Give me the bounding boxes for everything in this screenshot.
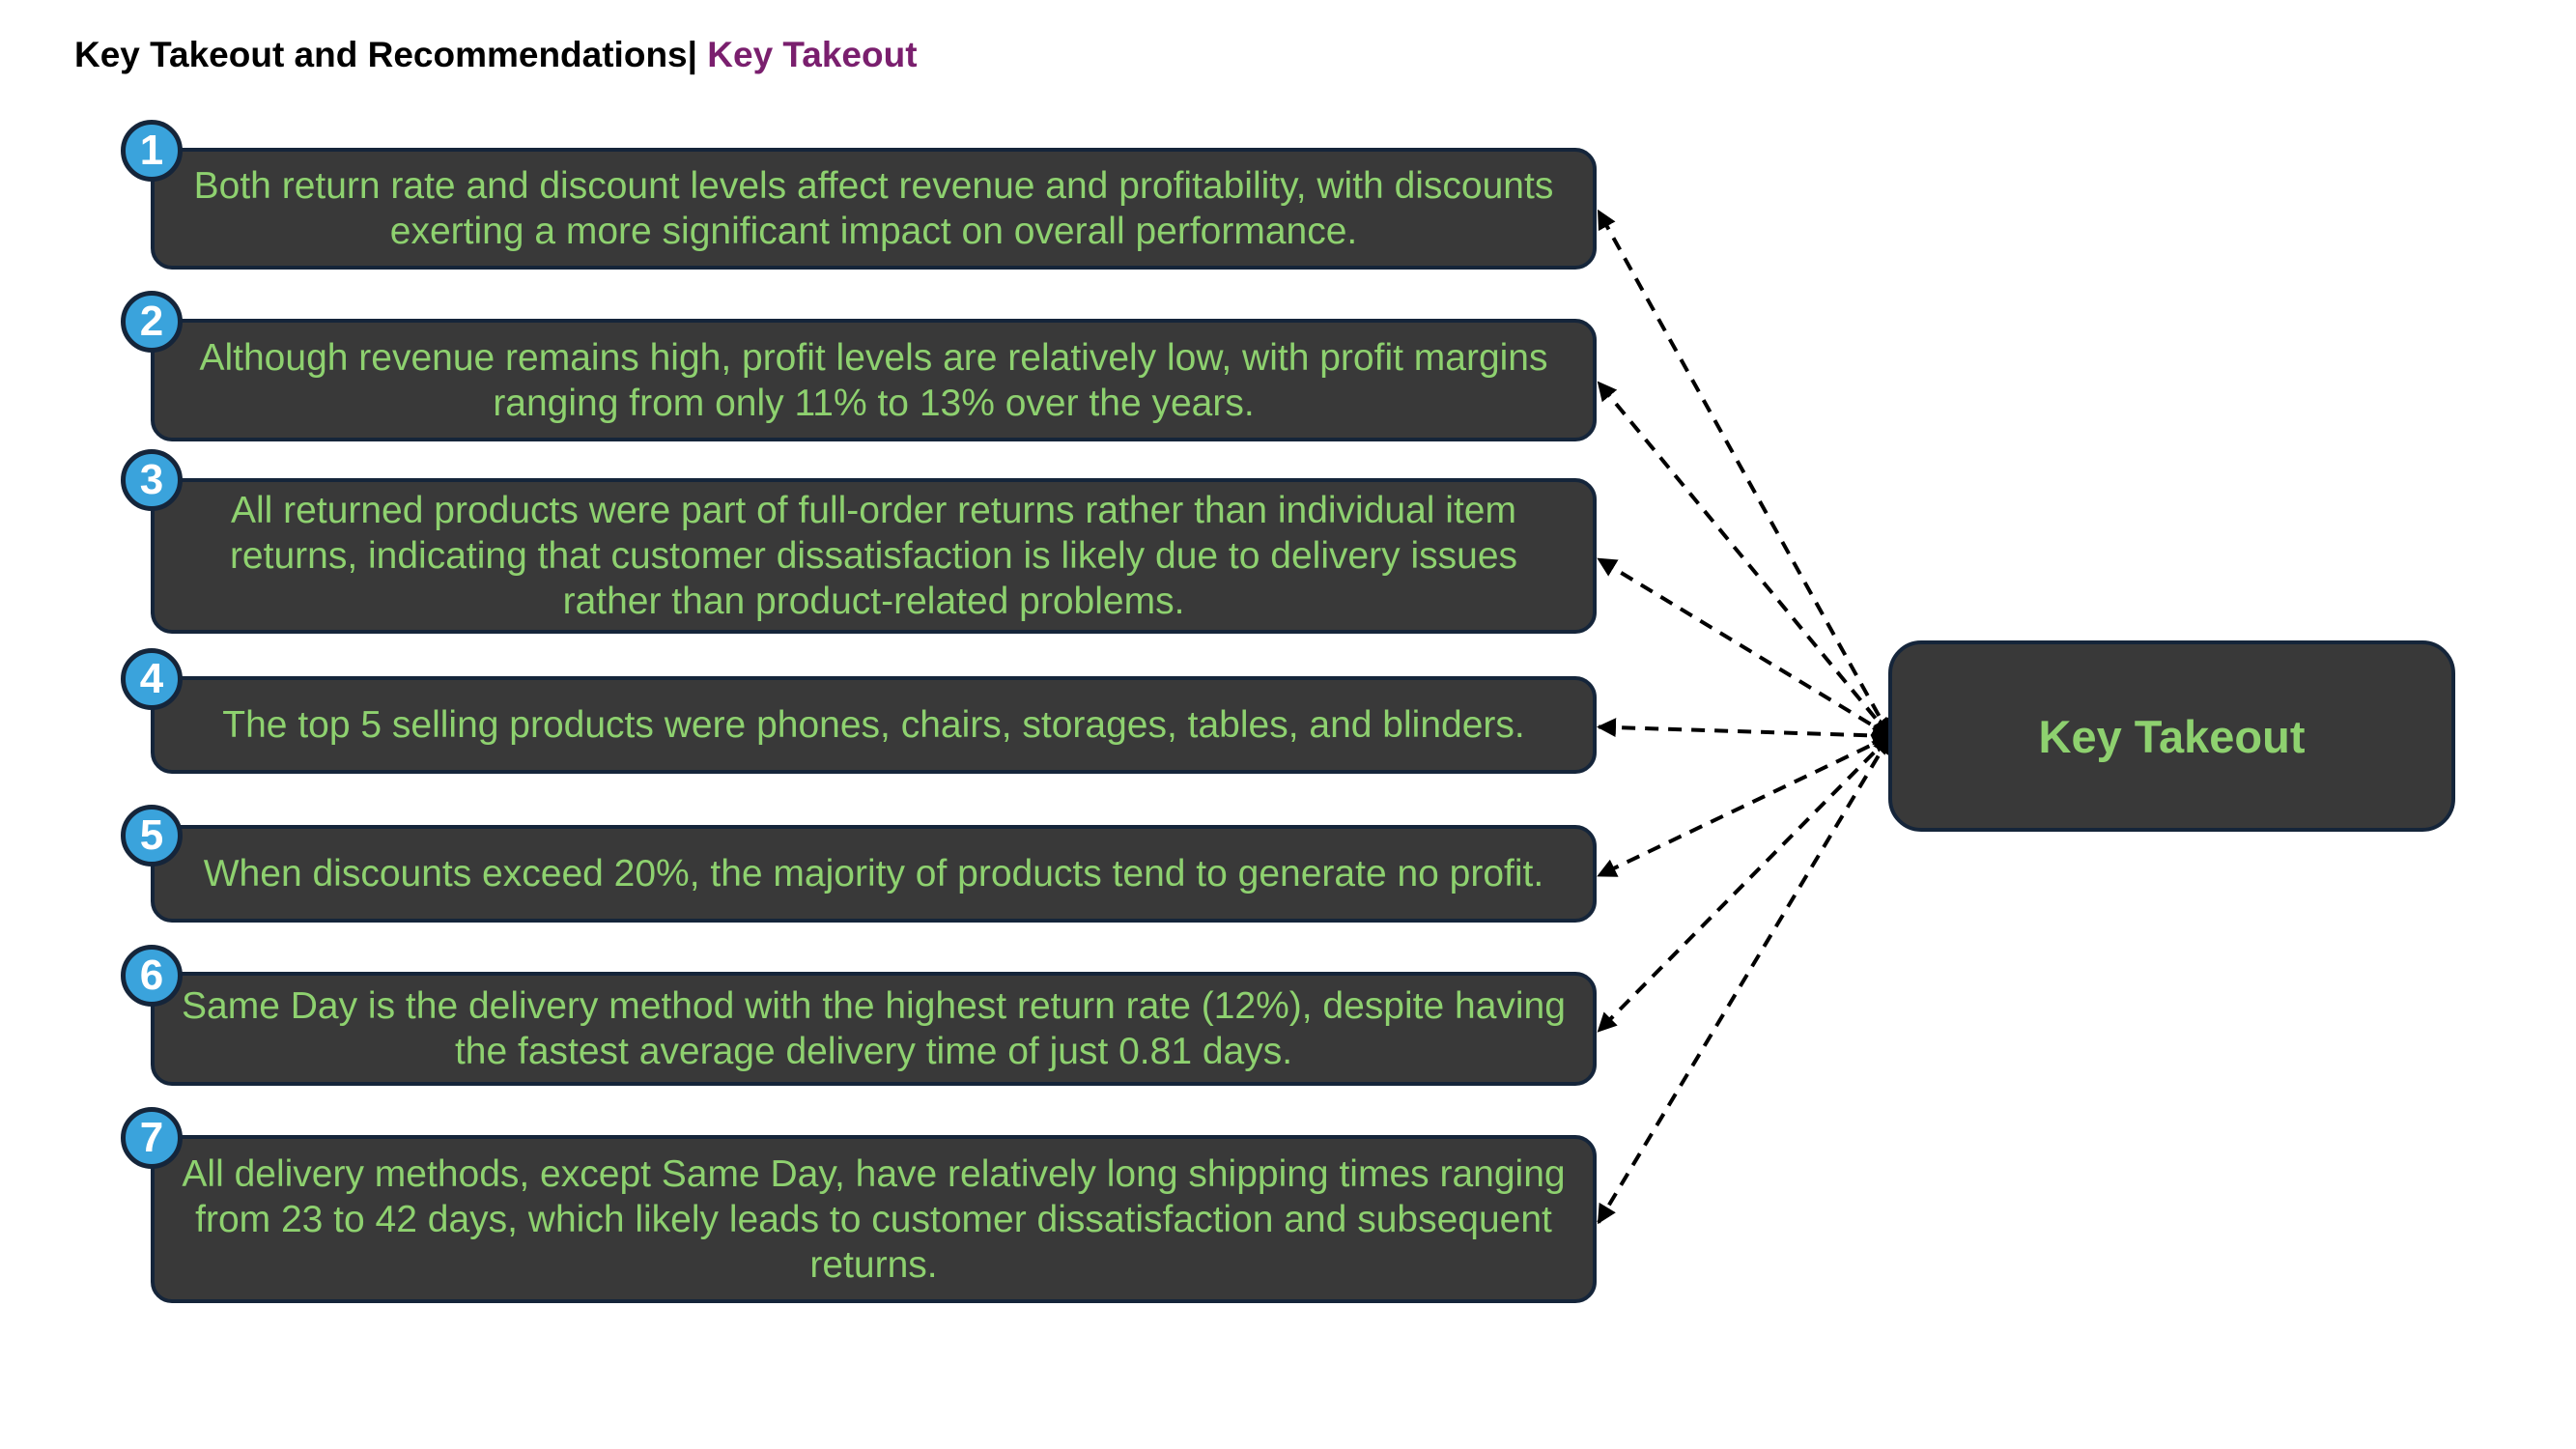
- page-title: Key Takeout and Recommendations| Key Tak…: [74, 35, 918, 75]
- takeout-box-6: Same Day is the delivery method with the…: [151, 972, 1597, 1086]
- takeout-text-7: All delivery methods, except Same Day, h…: [182, 1152, 1566, 1286]
- key-takeout-hub: Key Takeout: [1888, 640, 2455, 832]
- takeout-box-7: All delivery methods, except Same Day, h…: [151, 1135, 1597, 1303]
- connector-arrow-2: [1597, 381, 1892, 738]
- number-badge-5: 5: [121, 805, 183, 867]
- number-badge-4: 4: [121, 648, 183, 710]
- takeout-box-2: Although revenue remains high, profit le…: [151, 319, 1597, 441]
- connector-arrow-4: [1597, 718, 1892, 746]
- takeout-text-3: All returned products were part of full-…: [229, 490, 1518, 622]
- takeout-box-3: All returned products were part of full-…: [151, 478, 1597, 634]
- number-badge-7: 7: [121, 1107, 183, 1169]
- page-title-accent: Key Takeout: [707, 35, 918, 74]
- connector-arrow-3: [1597, 557, 1892, 738]
- connector-arrow-7: [1597, 734, 1892, 1225]
- number-badge-3: 3: [121, 449, 183, 511]
- number-badge-2: 2: [121, 291, 183, 353]
- takeout-text-1: Both return rate and discount levels aff…: [193, 165, 1554, 252]
- number-badge-6: 6: [121, 945, 183, 1007]
- number-badge-1: 1: [121, 120, 183, 182]
- takeout-text-6: Same Day is the delivery method with the…: [182, 985, 1566, 1072]
- takeout-text-4: The top 5 selling products were phones, …: [222, 704, 1525, 746]
- takeout-box-1: Both return rate and discount levels aff…: [151, 148, 1597, 270]
- page-title-main: Key Takeout and Recommendations|: [74, 35, 697, 74]
- hub-label: Key Takeout: [2038, 710, 2306, 762]
- takeout-box-4: The top 5 selling products were phones, …: [151, 676, 1597, 774]
- takeout-text-2: Although revenue remains high, profit le…: [199, 336, 1548, 424]
- connector-arrow-1: [1597, 209, 1892, 738]
- takeout-box-5: When discounts exceed 20%, the majority …: [151, 825, 1597, 923]
- connector-arrow-6: [1597, 734, 1892, 1033]
- takeout-text-5: When discounts exceed 20%, the majority …: [203, 853, 1544, 895]
